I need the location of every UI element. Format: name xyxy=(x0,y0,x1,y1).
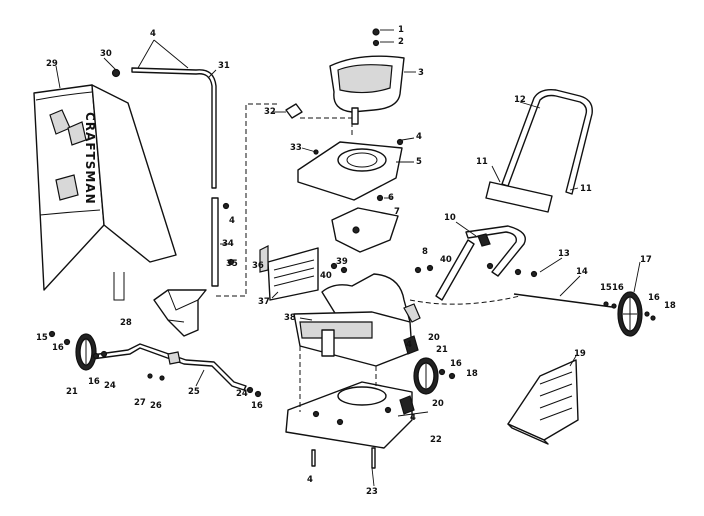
callout-11-right: 11 xyxy=(580,184,592,194)
callout-24-left: 24 xyxy=(104,381,116,391)
discharge-chute xyxy=(153,289,207,337)
callout-34: 34 xyxy=(222,239,234,249)
callout-37: 37 xyxy=(258,297,270,307)
callout-4-housing: 4 xyxy=(406,340,412,350)
callout-22: 22 xyxy=(430,435,442,445)
misc-hardware xyxy=(285,103,538,278)
impeller xyxy=(331,194,399,253)
callout-6: 6 xyxy=(388,193,394,203)
callout-4-bracket: 4 xyxy=(410,413,416,423)
callout-3: 3 xyxy=(418,68,424,78)
callout-40-right: 40 xyxy=(440,255,452,265)
leader-lines xyxy=(55,29,641,487)
callout-11-left: 11 xyxy=(476,157,488,167)
callout-28: 28 xyxy=(120,318,132,328)
callout-35: 35 xyxy=(226,259,238,269)
callout-16-c: 16 xyxy=(251,401,263,411)
callout-33: 33 xyxy=(290,143,302,153)
callout-15-right: 15 xyxy=(600,283,612,293)
front-wheel-left xyxy=(48,330,100,371)
screen-guard xyxy=(259,245,319,301)
callout-24-right: 24 xyxy=(236,389,248,399)
motor-plate xyxy=(297,138,404,201)
housing-cover xyxy=(329,28,405,125)
front-axle xyxy=(91,343,262,398)
rear-axle xyxy=(513,293,613,308)
callout-18-right: 18 xyxy=(664,301,676,311)
callout-21-left: 21 xyxy=(66,387,78,397)
callout-16-f: 16 xyxy=(648,293,660,303)
grass-bag: CRAFTSMAN xyxy=(33,84,177,301)
callout-16-e: 16 xyxy=(612,283,624,293)
callout-16-b: 16 xyxy=(88,377,100,387)
callout-38: 38 xyxy=(284,313,296,323)
callout-4-tube: 4 xyxy=(229,216,235,226)
callout-27: 27 xyxy=(134,398,146,408)
callout-4-base: 4 xyxy=(307,475,313,485)
lower-handle xyxy=(435,225,526,301)
callout-13: 13 xyxy=(558,249,570,259)
front-wheel-right xyxy=(399,335,456,415)
callout-1: 1 xyxy=(398,25,404,35)
callout-25: 25 xyxy=(188,387,200,397)
assembly-lines xyxy=(216,103,521,305)
callout-21-right: 21 xyxy=(436,345,448,355)
callout-20-upper: 20 xyxy=(428,333,440,343)
drop-lines xyxy=(299,346,377,412)
callout-15-left: 15 xyxy=(36,333,48,343)
callout-26: 26 xyxy=(150,401,162,411)
callout-19: 19 xyxy=(574,349,586,359)
callout-8: 8 xyxy=(422,247,428,257)
rear-wheel xyxy=(603,291,656,337)
callout-36: 36 xyxy=(252,261,264,271)
callout-4-bag: 4 xyxy=(150,29,156,39)
bag-brand-label: CRAFTSMAN xyxy=(83,112,97,205)
callout-20-lower: 20 xyxy=(432,399,444,409)
callout-16-a: 16 xyxy=(52,343,64,353)
callout-29: 29 xyxy=(46,59,58,69)
callout-10: 10 xyxy=(444,213,456,223)
callout-7: 7 xyxy=(394,207,400,217)
callout-30: 30 xyxy=(100,49,112,59)
callout-39: 39 xyxy=(336,257,348,267)
base-plate xyxy=(285,381,413,469)
callout-17: 17 xyxy=(640,255,652,265)
callout-32: 32 xyxy=(264,107,276,117)
callout-18-wheel: 18 xyxy=(466,369,478,379)
callout-4-plate: 4 xyxy=(416,132,422,142)
bag-frame-rod xyxy=(111,39,217,189)
deflector xyxy=(507,359,579,445)
callout-labels: 1 2 3 4 4 4 4 4 4 5 6 7 8 9 10 11 11 12 … xyxy=(36,25,676,497)
callout-31: 31 xyxy=(218,61,230,71)
upper-handle xyxy=(485,88,593,213)
support-tube xyxy=(211,197,235,287)
callout-2: 2 xyxy=(398,37,404,47)
callout-40-left: 40 xyxy=(320,271,332,281)
callout-16-d: 16 xyxy=(450,359,462,369)
callout-5: 5 xyxy=(416,157,422,167)
callout-14: 14 xyxy=(576,267,588,277)
callout-12: 12 xyxy=(514,95,526,105)
main-housing xyxy=(293,273,421,367)
callout-23: 23 xyxy=(366,487,378,497)
